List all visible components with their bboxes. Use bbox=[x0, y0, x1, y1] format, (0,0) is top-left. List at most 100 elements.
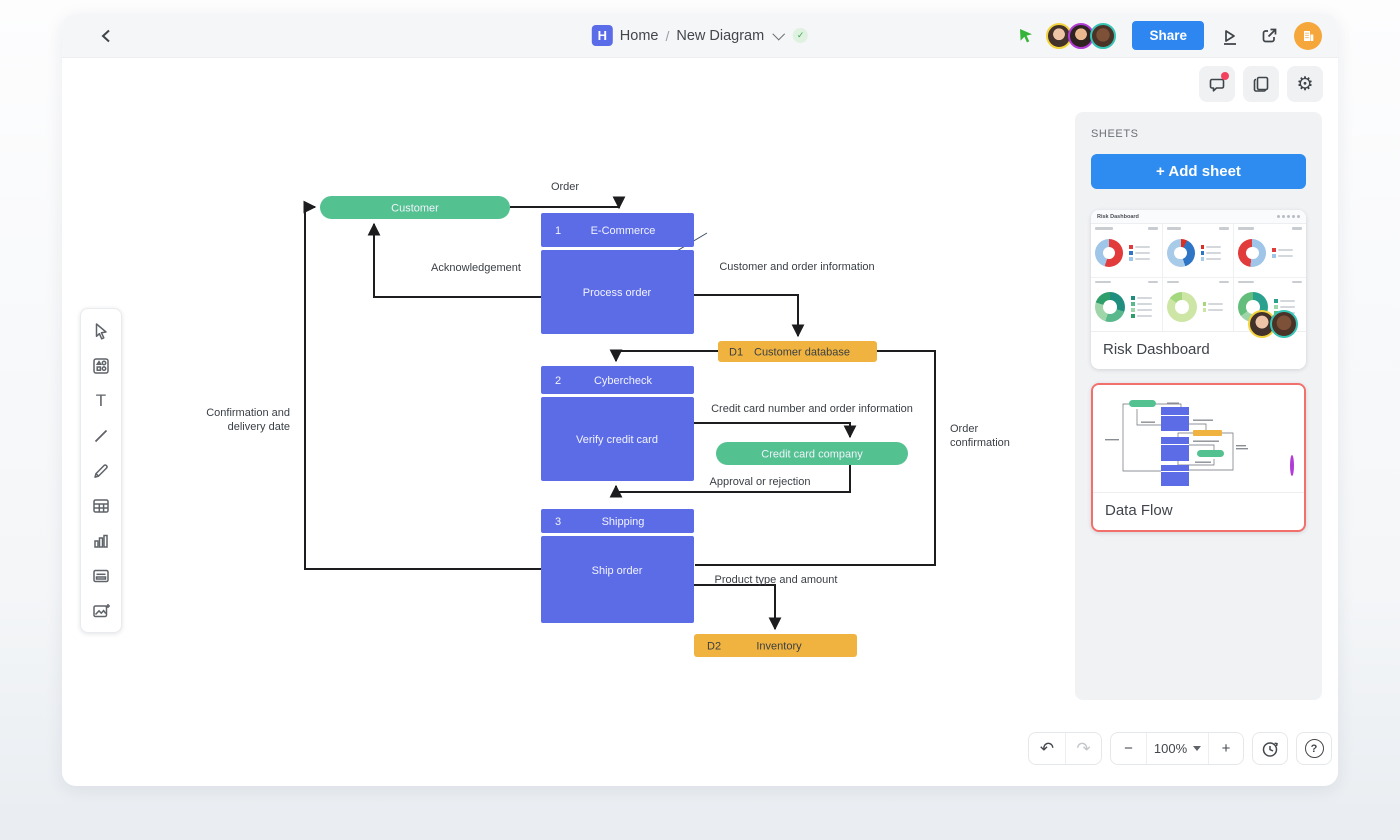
organization-button[interactable] bbox=[1294, 21, 1322, 50]
building-icon bbox=[1304, 30, 1314, 41]
share-button[interactable]: Share bbox=[1132, 21, 1204, 50]
text-tool-button[interactable]: T bbox=[83, 383, 119, 418]
sheet-name[interactable]: Risk Dashboard bbox=[1091, 331, 1306, 369]
topbar-actions: Share bbox=[1018, 21, 1322, 51]
shape-library-button[interactable] bbox=[83, 348, 119, 383]
zoom-out-button[interactable]: − bbox=[1111, 733, 1146, 764]
svg-text:3: 3 bbox=[555, 516, 561, 528]
node-d2-inventory[interactable]: D2 Inventory bbox=[694, 634, 857, 657]
chevron-down-icon[interactable] bbox=[772, 27, 786, 41]
undo-button[interactable]: ↶ bbox=[1029, 733, 1065, 764]
svg-text:Verify credit card: Verify credit card bbox=[576, 434, 658, 446]
donut-chart bbox=[1095, 292, 1125, 322]
edge-cc-number[interactable] bbox=[694, 422, 857, 439]
svg-text:Order: Order bbox=[950, 423, 978, 435]
svg-text:Customer database: Customer database bbox=[754, 347, 850, 359]
edge-confirmation-delivery[interactable] bbox=[303, 200, 541, 570]
bar-chart-icon bbox=[94, 534, 108, 548]
svg-text:confirmation: confirmation bbox=[950, 437, 1010, 449]
help-button[interactable]: ? bbox=[1296, 732, 1332, 765]
avatar[interactable] bbox=[1090, 22, 1117, 49]
avatar bbox=[1270, 310, 1298, 338]
shapes-icon bbox=[93, 357, 109, 374]
documents-button[interactable] bbox=[1243, 66, 1279, 102]
label-order-confirmation[interactable]: Order confirmation bbox=[950, 423, 1010, 449]
chart-tool-button[interactable] bbox=[83, 523, 119, 558]
avatar[interactable] bbox=[1068, 22, 1095, 49]
pen-icon bbox=[94, 463, 108, 478]
edge-customer-order-info[interactable] bbox=[694, 294, 805, 338]
sheet-collaborators bbox=[1248, 310, 1298, 338]
diagram-connectors[interactable] bbox=[303, 196, 936, 631]
data-flow-mini-diagram bbox=[1105, 400, 1248, 486]
saved-status-icon: ✓ bbox=[793, 28, 809, 43]
svg-text:E-Commerce: E-Commerce bbox=[591, 225, 656, 237]
node-credit-card-company[interactable]: Credit card company bbox=[716, 442, 908, 465]
node-customer[interactable]: Customer bbox=[320, 196, 510, 219]
sheet-card-risk-dashboard[interactable]: Risk Dashboard bbox=[1091, 210, 1306, 369]
node-ecommerce[interactable]: 1 E-Commerce Process order bbox=[541, 213, 694, 334]
label-product-type[interactable]: Product type and amount bbox=[715, 574, 838, 586]
edge-approval[interactable] bbox=[609, 465, 851, 498]
donut-chart bbox=[1166, 292, 1197, 322]
data-flow-diagram: Customer 1 E-Commerce Process order D1 C… bbox=[206, 181, 1010, 657]
line-tool-button[interactable] bbox=[83, 418, 119, 453]
label-confirmation-delivery[interactable]: Confirmation and delivery date bbox=[206, 407, 290, 433]
insert-image-button[interactable] bbox=[83, 593, 119, 628]
document-title[interactable]: New Diagram bbox=[676, 27, 765, 44]
select-tool-button[interactable] bbox=[83, 313, 119, 348]
sheet-card-data-flow[interactable]: Data Flow bbox=[1091, 383, 1306, 532]
help-icon: ? bbox=[1304, 739, 1324, 758]
svg-text:Customer: Customer bbox=[391, 203, 439, 215]
export-button[interactable] bbox=[1254, 21, 1284, 51]
label-order[interactable]: Order bbox=[551, 181, 579, 193]
svg-text:Ship order: Ship order bbox=[592, 565, 643, 577]
thumbnail-title: Risk Dashboard bbox=[1097, 213, 1139, 220]
settings-button[interactable]: ⚙ bbox=[1287, 66, 1323, 102]
donut-chart bbox=[1095, 239, 1123, 267]
node-cybercheck[interactable]: 2 Cybercheck Verify credit card bbox=[541, 366, 694, 481]
pen-tool-button[interactable] bbox=[83, 453, 119, 488]
label-approval[interactable]: Approval or rejection bbox=[710, 476, 811, 488]
label-customer-order-info[interactable]: Customer and order information bbox=[719, 261, 874, 273]
zoom-in-button[interactable]: + bbox=[1208, 733, 1243, 764]
edge-order[interactable] bbox=[510, 196, 626, 210]
table-tool-button[interactable] bbox=[83, 488, 119, 523]
svg-text:2: 2 bbox=[555, 375, 561, 387]
diagram-canvas[interactable]: Customer 1 E-Commerce Process order D1 C… bbox=[62, 58, 1338, 785]
edge-order-confirmation[interactable] bbox=[695, 350, 936, 566]
edge-product-type[interactable] bbox=[694, 584, 782, 631]
sheets-panel: SHEETS + Add sheet Risk Dashboard bbox=[1075, 112, 1322, 700]
back-button[interactable] bbox=[92, 22, 120, 50]
donut-chart bbox=[1238, 239, 1267, 267]
note-tool-button[interactable] bbox=[83, 558, 119, 593]
node-shipping[interactable]: 3 Shipping Ship order bbox=[541, 509, 694, 623]
top-bar: H Home / New Diagram ✓ Share bbox=[62, 14, 1338, 58]
breadcrumb-home[interactable]: Home bbox=[619, 27, 659, 44]
avatar[interactable] bbox=[1046, 22, 1073, 49]
tool-palette: T bbox=[80, 308, 122, 633]
note-icon bbox=[93, 569, 109, 582]
gear-icon: ⚙ bbox=[1296, 73, 1314, 95]
comments-button[interactable] bbox=[1199, 66, 1235, 102]
svg-text:delivery date: delivery date bbox=[228, 421, 290, 433]
sheet-name[interactable]: Data Flow bbox=[1093, 492, 1304, 530]
label-acknowledgement[interactable]: Acknowledgement bbox=[431, 262, 521, 274]
breadcrumb: H Home / New Diagram ✓ bbox=[591, 25, 809, 46]
edge-acknowledgement[interactable] bbox=[367, 222, 541, 298]
table-icon bbox=[93, 498, 109, 513]
zoom-level-dropdown[interactable]: 100% bbox=[1146, 733, 1208, 764]
version-history-button[interactable] bbox=[1252, 732, 1288, 765]
node-d1-customer-database[interactable]: D1 Customer database bbox=[718, 341, 877, 362]
app-window: H Home / New Diagram ✓ Share bbox=[62, 14, 1338, 786]
label-cc-number[interactable]: Credit card number and order information bbox=[711, 403, 913, 415]
redo-button[interactable]: ↷ bbox=[1065, 733, 1101, 764]
present-icon bbox=[1224, 29, 1236, 45]
notification-dot bbox=[1221, 72, 1229, 80]
document-logo: H bbox=[591, 25, 613, 46]
present-button[interactable] bbox=[1214, 21, 1244, 51]
add-sheet-button[interactable]: + Add sheet bbox=[1091, 154, 1306, 189]
image-plus-icon bbox=[93, 603, 110, 617]
edge-d1-to-cybercheck[interactable] bbox=[609, 349, 718, 363]
svg-text:1: 1 bbox=[555, 225, 561, 237]
